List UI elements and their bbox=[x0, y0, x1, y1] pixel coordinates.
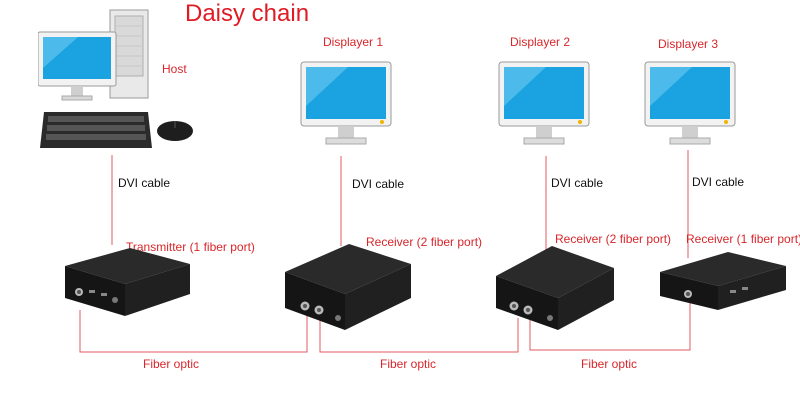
host-label: Host bbox=[162, 62, 187, 76]
dvi-cable-label-1: DVI cable bbox=[352, 177, 405, 191]
displayer-1-monitor-icon bbox=[300, 61, 392, 145]
displayer-3-label: Displayer 3 bbox=[658, 37, 719, 51]
receiver-1-device-icon bbox=[285, 244, 411, 330]
transmitter-label: Transmitter (1 fiber port) bbox=[126, 240, 255, 254]
receiver-2-device-icon bbox=[496, 246, 614, 330]
displayer-2-label: Displayer 2 bbox=[510, 35, 571, 49]
fiber-optic-label-1: Fiber optic bbox=[143, 357, 200, 371]
fiber-line-3 bbox=[529, 302, 691, 351]
receiver-1-label: Receiver (2 fiber port) bbox=[366, 235, 483, 249]
displayer-2-monitor-icon bbox=[498, 61, 590, 145]
diagram-title: Daisy chain bbox=[185, 0, 310, 27]
displayer-1-label: Displayer 1 bbox=[323, 35, 384, 49]
displayer-3-monitor-icon bbox=[644, 61, 736, 145]
receiver-3-label: Receiver (1 fiber port) bbox=[686, 232, 800, 246]
transmitter-device-icon bbox=[65, 248, 190, 316]
dvi-cable-label-2: DVI cable bbox=[551, 176, 604, 190]
dvi-cable-label-host: DVI cable bbox=[118, 176, 171, 190]
dvi-cable-label-3: DVI cable bbox=[692, 175, 745, 189]
fiber-line-1 bbox=[79, 310, 308, 353]
fiber-optic-label-3: Fiber optic bbox=[581, 357, 638, 371]
fiber-optic-label-2: Fiber optic bbox=[380, 357, 437, 371]
receiver-3-device-icon bbox=[660, 252, 786, 310]
receiver-2-label: Receiver (2 fiber port) bbox=[555, 232, 672, 246]
host-computer-icon bbox=[38, 9, 193, 148]
fiber-line-2 bbox=[319, 312, 519, 353]
